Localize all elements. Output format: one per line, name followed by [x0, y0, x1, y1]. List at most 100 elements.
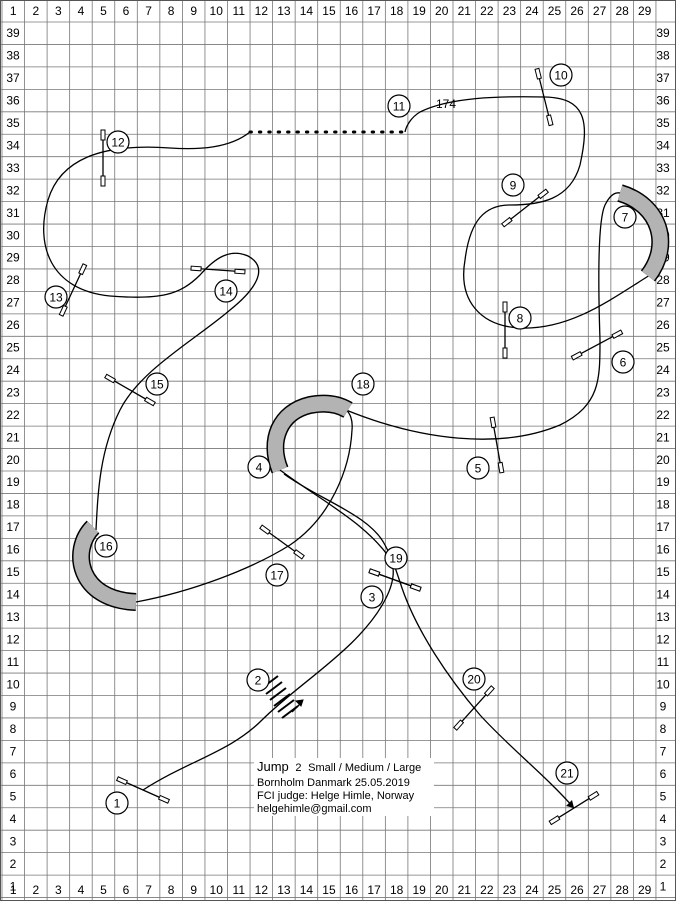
column-label: 11 — [233, 883, 246, 897]
column-label: 2 — [32, 4, 39, 18]
row-label: 14 — [656, 587, 670, 601]
row-label: 24 — [6, 363, 20, 377]
row-label: 14 — [6, 587, 20, 601]
jump-8 — [502, 301, 508, 359]
column-label: 2 — [32, 883, 39, 897]
row-label: 33 — [6, 161, 20, 175]
svg-text:18: 18 — [356, 378, 370, 392]
column-label: 1 — [10, 883, 17, 897]
column-label: 18 — [390, 883, 404, 897]
column-label: 5 — [100, 4, 107, 18]
dog-path — [43, 96, 651, 809]
column-label: 20 — [435, 883, 449, 897]
obstacle-number-2: 2 — [246, 668, 270, 692]
row-label: 33 — [656, 161, 670, 175]
svg-text:14: 14 — [219, 285, 233, 299]
column-label: 28 — [615, 4, 629, 18]
obstacle-number-9: 9 — [501, 173, 525, 197]
column-label: 23 — [503, 4, 517, 18]
obstacle-number-3: 3 — [360, 585, 384, 609]
column-label: 16 — [345, 883, 359, 897]
path-6-to-7 — [598, 192, 621, 341]
jump-9 — [501, 188, 549, 228]
row-label: 5 — [10, 790, 17, 804]
row-label: 39 — [6, 26, 20, 40]
row-label: 2 — [10, 857, 17, 871]
row-label: 19 — [6, 475, 20, 489]
column-label: 13 — [277, 4, 291, 18]
row-label: 16 — [656, 543, 670, 557]
row-label: 36 — [656, 94, 670, 108]
column-label: 14 — [300, 883, 314, 897]
row-label: 23 — [656, 385, 670, 399]
column-label: 4 — [78, 4, 85, 18]
row-label: 32 — [656, 183, 670, 197]
row-label: 23 — [6, 385, 20, 399]
column-label: 24 — [525, 883, 539, 897]
row-label: 12 — [656, 632, 670, 646]
svg-text:7: 7 — [622, 211, 629, 225]
tunnel-4-fill — [268, 396, 352, 473]
row-label: 4 — [10, 812, 17, 826]
obstacle-number-11: 11 — [387, 94, 411, 118]
column-label: 27 — [593, 4, 607, 18]
svg-text:21: 21 — [560, 767, 574, 781]
column-label: 26 — [570, 883, 584, 897]
column-label: 21 — [458, 883, 472, 897]
svg-text:1: 1 — [114, 797, 121, 811]
column-label: 29 — [638, 4, 652, 18]
row-label: 22 — [656, 408, 670, 422]
row-label: 34 — [6, 138, 20, 152]
row-label: 10 — [6, 677, 20, 691]
column-label: 7 — [145, 4, 152, 18]
svg-text:20: 20 — [467, 673, 481, 687]
row-label: 31 — [6, 206, 20, 220]
row-label: 8 — [10, 722, 17, 736]
row-label: 13 — [6, 610, 20, 624]
path-11-to-12 — [43, 131, 260, 531]
column-label: 24 — [525, 4, 539, 18]
column-label: 27 — [593, 883, 607, 897]
obstacle-number-19: 19 — [384, 546, 408, 570]
svg-text:15: 15 — [150, 378, 164, 392]
row-label: 12 — [6, 632, 20, 646]
column-label: 17 — [367, 883, 381, 897]
column-label: 28 — [615, 883, 629, 897]
row-label: 38 — [656, 49, 670, 63]
column-label: 9 — [190, 883, 197, 897]
row-label: 10 — [656, 677, 670, 691]
row-label: 25 — [6, 341, 20, 355]
obstacle-number-6: 6 — [611, 350, 635, 374]
obstacle-number-1: 1 — [105, 791, 129, 815]
column-label: 22 — [480, 883, 494, 897]
row-label: 19 — [656, 475, 670, 489]
svg-text:16: 16 — [99, 540, 113, 554]
row-label: 9 — [10, 700, 17, 714]
row-label: 36 — [6, 94, 20, 108]
row-label: 11 — [7, 655, 20, 669]
row-label: 1 — [660, 879, 667, 893]
row-label: 17 — [6, 520, 20, 534]
row-label: 35 — [6, 116, 20, 130]
course-info: Jump 2 Small / Medium / Large Bornholm D… — [254, 758, 434, 816]
column-label: 22 — [480, 4, 494, 18]
obstacle-number-5: 5 — [466, 456, 490, 480]
column-label: 6 — [123, 883, 130, 897]
column-label: 14 — [300, 4, 314, 18]
course-judge: FCI judge: Helge Himle, Norway — [257, 790, 415, 802]
column-label: 5 — [100, 883, 107, 897]
jump-20 — [453, 685, 495, 731]
column-label: 10 — [210, 883, 224, 897]
row-label: 32 — [6, 183, 20, 197]
row-label: 6 — [10, 767, 17, 781]
row-label: 4 — [660, 812, 667, 826]
row-label: 20 — [656, 453, 670, 467]
row-label: 37 — [6, 71, 20, 85]
jump-1 — [115, 776, 171, 804]
obstacle-number-10: 10 — [549, 63, 573, 87]
row-label: 11 — [657, 655, 670, 669]
column-label: 16 — [345, 4, 359, 18]
row-label: 7 — [660, 745, 667, 759]
column-label: 4 — [78, 883, 85, 897]
column-label: 13 — [277, 883, 291, 897]
